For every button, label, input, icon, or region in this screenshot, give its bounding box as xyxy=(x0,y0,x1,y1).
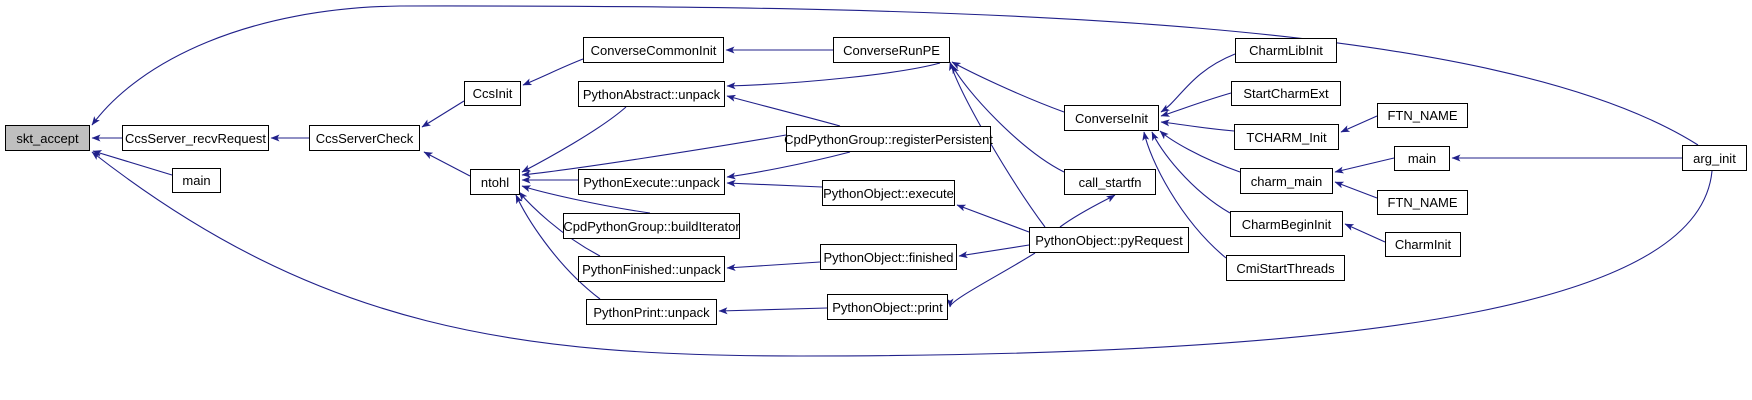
graph-node-PythonPrint_unpack[interactable]: PythonPrint::unpack xyxy=(586,299,717,325)
call-edge xyxy=(91,151,1713,357)
call-edge xyxy=(1334,157,1395,174)
call-edge xyxy=(521,185,651,214)
graph-node-PythonObject_finished[interactable]: PythonObject::finished xyxy=(820,244,957,270)
graph-node-label: PythonObject::pyRequest xyxy=(1035,232,1183,248)
graph-node-CcsInit[interactable]: CcsInit xyxy=(464,81,521,106)
call-edge xyxy=(1059,194,1116,228)
graph-node-CcsServerCheck[interactable]: CcsServerCheck xyxy=(309,125,420,151)
graph-node-label: ConverseInit xyxy=(1075,110,1148,126)
graph-node-label: FTN_NAME xyxy=(1387,108,1458,123)
graph-node-label: FTN_NAME xyxy=(1387,195,1458,210)
graph-node-label: CharmInit xyxy=(1394,237,1452,252)
graph-node-label: CcsServerCheck xyxy=(315,130,414,146)
graph-node-PythonObject_pyRequest[interactable]: PythonObject::pyRequest xyxy=(1029,227,1189,253)
graph-node-label: ConverseRunPE xyxy=(843,42,940,58)
call-edge xyxy=(726,261,821,271)
call-edge xyxy=(951,61,1065,113)
call-edge xyxy=(718,307,828,315)
call-edge xyxy=(515,194,601,300)
call-edge xyxy=(1334,181,1378,199)
graph-node-label: TCHARM_Init xyxy=(1246,129,1327,145)
graph-node-skt_accept[interactable]: skt_accept xyxy=(5,125,90,151)
graph-node-PythonExecute_unpack[interactable]: PythonExecute::unpack xyxy=(578,169,725,195)
graph-node-label: call_startfn xyxy=(1078,174,1142,190)
call-edge xyxy=(1160,53,1236,113)
call-edge xyxy=(1160,92,1232,117)
graph-node-call_startfn[interactable]: call_startfn xyxy=(1064,169,1156,195)
call-edge xyxy=(91,5,1699,146)
graph-node-label: PythonExecute::unpack xyxy=(583,174,720,190)
graph-node-label: skt_accept xyxy=(16,130,79,146)
graph-node-label: CharmBeginInit xyxy=(1241,216,1332,232)
graph-node-CmiStartThreads[interactable]: CmiStartThreads xyxy=(1226,255,1345,281)
graph-node-label: CcsInit xyxy=(472,86,513,101)
graph-node-ConverseRunPE[interactable]: ConverseRunPE xyxy=(833,37,950,63)
call-edge xyxy=(726,179,823,188)
graph-node-label: CcsServer_recvRequest xyxy=(125,130,266,146)
graph-node-label: main xyxy=(1407,151,1437,166)
call-edge xyxy=(951,64,1065,173)
graph-node-label: StartCharmExt xyxy=(1243,86,1329,101)
graph-node-CharmInit[interactable]: CharmInit xyxy=(1385,232,1461,257)
call-edge xyxy=(522,58,584,86)
graph-node-StartCharmExt[interactable]: StartCharmExt xyxy=(1231,81,1341,106)
graph-node-label: CpdPythonGroup::registerPersistent xyxy=(784,131,993,147)
graph-node-label: PythonObject::print xyxy=(832,299,943,315)
call-edge xyxy=(1151,131,1231,214)
graph-node-label: PythonObject::finished xyxy=(823,249,954,265)
call-edge xyxy=(1160,119,1235,132)
graph-node-label: PythonPrint::unpack xyxy=(593,304,710,320)
graph-node-label: ntohl xyxy=(480,174,510,190)
call-edge xyxy=(521,106,627,173)
call-edge xyxy=(726,94,841,127)
graph-node-main_left[interactable]: main xyxy=(172,168,221,193)
graph-node-CharmBeginInit[interactable]: CharmBeginInit xyxy=(1230,211,1343,237)
graph-node-FTN_NAME_bottom[interactable]: FTN_NAME xyxy=(1377,190,1468,215)
graph-node-PythonAbstract_unpack[interactable]: PythonAbstract::unpack xyxy=(578,81,725,107)
call-edge xyxy=(1344,223,1386,243)
call-edge xyxy=(726,62,941,90)
graph-node-CcsServer_recvRequest[interactable]: CcsServer_recvRequest xyxy=(122,125,269,151)
graph-node-label: PythonFinished::unpack xyxy=(582,261,721,277)
graph-node-label: CharmLibInit xyxy=(1249,43,1323,58)
graph-node-PythonObject_execute[interactable]: PythonObject::execute xyxy=(822,180,955,206)
call-edge xyxy=(1142,131,1227,259)
call-edge xyxy=(956,204,1030,233)
graph-node-label: arg_init xyxy=(1693,150,1736,166)
graph-node-TCHARM_Init[interactable]: TCHARM_Init xyxy=(1234,124,1339,150)
graph-node-PythonObject_print[interactable]: PythonObject::print xyxy=(827,294,948,320)
call-edge xyxy=(1340,115,1378,133)
graph-node-label: CpdPythonGroup::buildIterator xyxy=(563,218,740,234)
graph-node-CpdPythonGroup_buildIterator[interactable]: CpdPythonGroup::buildIterator xyxy=(563,213,740,239)
graph-node-label: charm_main xyxy=(1250,173,1323,189)
graph-node-CharmLibInit[interactable]: CharmLibInit xyxy=(1235,38,1337,63)
graph-node-ConverseInit[interactable]: ConverseInit xyxy=(1064,105,1159,131)
graph-node-FTN_NAME_top[interactable]: FTN_NAME xyxy=(1377,103,1468,128)
graph-node-label: PythonObject::execute xyxy=(823,185,954,201)
graph-node-ConverseCommonInit[interactable]: ConverseCommonInit xyxy=(583,37,724,63)
graph-node-main_right[interactable]: main xyxy=(1394,146,1450,171)
graph-node-label: ConverseCommonInit xyxy=(590,42,717,58)
graph-node-label: PythonAbstract::unpack xyxy=(582,86,721,102)
call-edge xyxy=(726,151,851,180)
graph-node-arg_init[interactable]: arg_init xyxy=(1682,145,1747,171)
graph-node-ntohl[interactable]: ntohl xyxy=(470,169,520,195)
call-edge xyxy=(1159,130,1241,173)
call-edge xyxy=(958,244,1030,259)
graph-node-CpdPythonGroup_registerPersistent[interactable]: CpdPythonGroup::registerPersistent xyxy=(784,126,993,152)
call-edge xyxy=(92,150,173,176)
call-edge xyxy=(946,252,1036,308)
graph-node-label: main xyxy=(182,173,211,188)
graph-node-charm_main[interactable]: charm_main xyxy=(1240,168,1333,194)
call-edge xyxy=(518,191,601,257)
call-edge xyxy=(521,134,787,178)
graph-node-PythonFinished_unpack[interactable]: PythonFinished::unpack xyxy=(578,256,725,282)
call-edge xyxy=(423,151,471,177)
call-edge xyxy=(421,100,465,128)
graph-node-label: CmiStartThreads xyxy=(1236,260,1335,276)
